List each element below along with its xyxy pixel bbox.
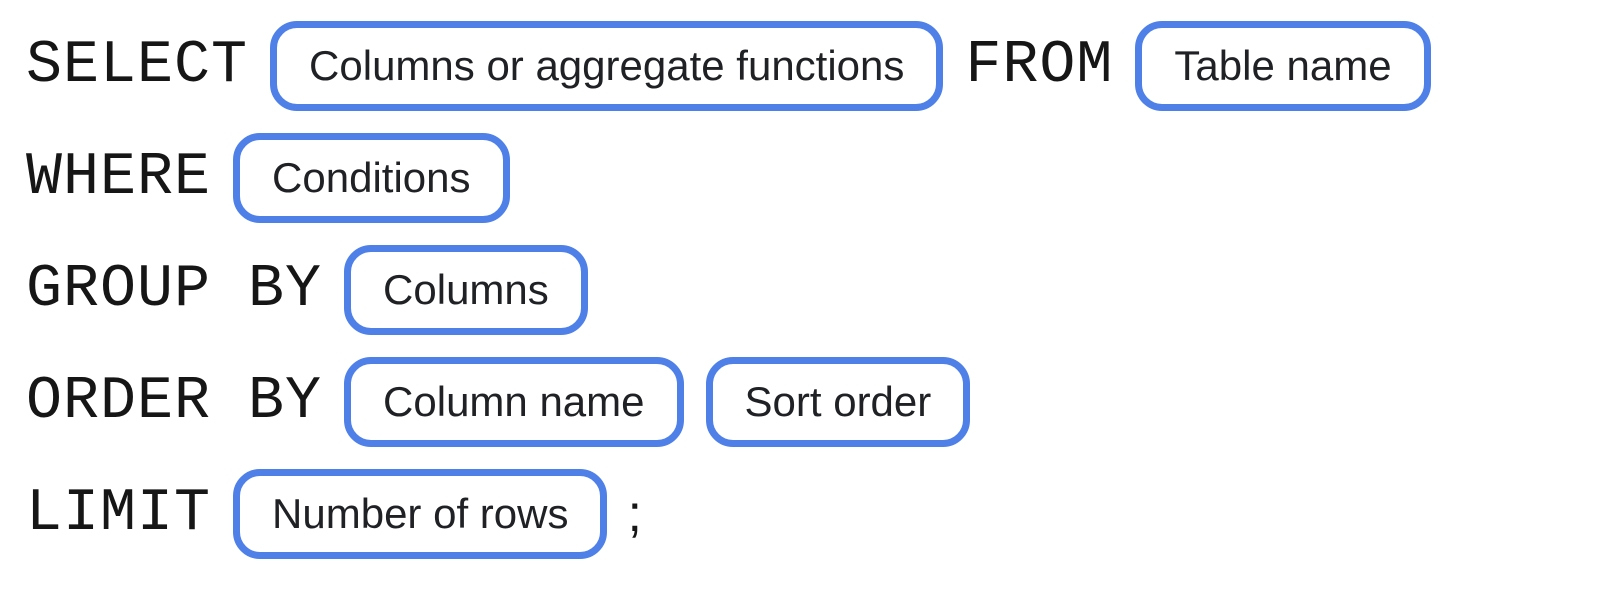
placeholder-box: Conditions bbox=[233, 133, 510, 223]
sql-clause-row: GROUP BY Columns bbox=[26, 245, 1600, 335]
sql-clause-row: WHERE Conditions bbox=[26, 133, 1600, 223]
sql-keyword: FROM bbox=[965, 32, 1114, 100]
sql-keyword: ORDER BY bbox=[26, 368, 323, 436]
statement-terminator: ; bbox=[627, 485, 642, 543]
placeholder-box: Number of rows bbox=[233, 469, 608, 559]
placeholder-box: Sort order bbox=[705, 357, 971, 447]
sql-keyword: WHERE bbox=[26, 144, 212, 212]
placeholder-box: Table name bbox=[1135, 21, 1431, 111]
sql-keyword: GROUP BY bbox=[26, 256, 323, 324]
placeholder-box: Columns or aggregate functions bbox=[270, 21, 944, 111]
placeholder-box: Column name bbox=[344, 357, 684, 447]
placeholder-box: Columns bbox=[344, 245, 588, 335]
sql-keyword: LIMIT bbox=[26, 480, 212, 548]
sql-keyword: SELECT bbox=[26, 32, 249, 100]
sql-clause-rows: SELECT Columns or aggregate functions FROM… bbox=[26, 21, 1600, 559]
sql-clause-row: LIMIT Number of rows; bbox=[26, 469, 1600, 559]
sql-clause-row: SELECT Columns or aggregate functions FROM… bbox=[26, 21, 1600, 111]
